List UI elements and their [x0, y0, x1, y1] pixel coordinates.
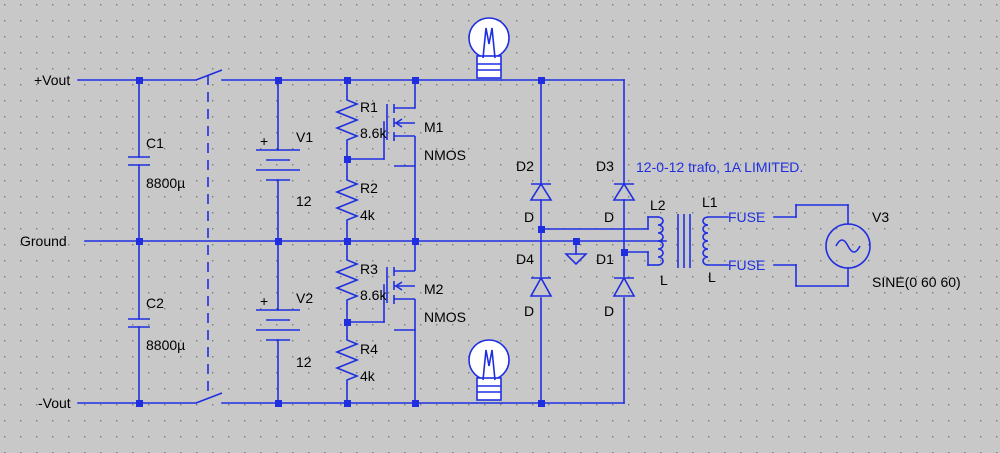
diode-d2: D2 D: [516, 158, 553, 225]
resistor-r1: R1 8.6k: [334, 96, 387, 144]
v3-value: SINE(0 60 60): [872, 274, 961, 290]
c2-value: 8800µ: [146, 337, 185, 353]
battery-v1: + V1 12: [256, 129, 313, 209]
wires: [77, 79, 849, 404]
v3-label: V3: [872, 209, 889, 225]
m2-label: M2: [424, 281, 444, 297]
d4-label: D4: [516, 251, 534, 267]
d3-label: D3: [596, 158, 614, 174]
diode-d3: D3 D: [596, 158, 636, 225]
r1-label: R1: [360, 99, 378, 115]
diode-d1: D1 D: [596, 251, 636, 319]
v2-plus: +: [260, 293, 268, 309]
r4-value: 4k: [360, 368, 376, 384]
d1-model: D: [604, 303, 614, 319]
d1-label: D1: [596, 251, 614, 267]
r3-label: R3: [360, 261, 378, 277]
r1-value: 8.6k: [360, 125, 387, 141]
resistor-r4: R4 4k: [334, 336, 378, 384]
v2-label: V2: [296, 290, 313, 306]
mosfet-m1: M1 NMOS: [386, 104, 466, 167]
resistor-r3: R3 8.6k: [334, 256, 387, 304]
c1-label: C1: [146, 135, 164, 151]
l2-model: L: [660, 272, 668, 288]
battery-v2: + V2 12: [256, 290, 313, 370]
sine-source-v3: V3 SINE(0 60 60): [825, 209, 961, 290]
r3-value: 8.6k: [360, 287, 387, 303]
d4-model: D: [524, 303, 534, 319]
l2-label: L2: [650, 197, 666, 213]
junction-nodes: [136, 77, 628, 407]
v2-value: 12: [296, 354, 312, 370]
transformer: L2 L1 L L: [650, 194, 718, 288]
net-label-vout-neg: -Vout: [38, 395, 71, 411]
dpdt-switch: [195, 69, 223, 404]
c2-label: C2: [146, 295, 164, 311]
m1-label: M1: [424, 119, 444, 135]
d3-model: D: [604, 209, 614, 225]
lamp-bottom-icon: [468, 339, 510, 404]
net-label-vout-pos: +Vout: [34, 72, 70, 88]
l1-model: L: [708, 269, 716, 285]
net-label-ground: Ground: [20, 233, 67, 249]
ground-icon: [564, 253, 588, 266]
v1-label: V1: [296, 129, 313, 145]
mosfet-m2: M2 NMOS: [386, 267, 466, 331]
l1-label: L1: [702, 194, 718, 210]
r4-label: R4: [360, 341, 378, 357]
fuse-top-label: FUSE: [728, 209, 765, 225]
capacitor-c2: C2 8800µ: [128, 295, 185, 353]
m2-type: NMOS: [424, 309, 466, 325]
fuse-bottom-label: FUSE: [728, 257, 765, 273]
r2-label: R2: [360, 180, 378, 196]
resistor-r2: R2 4k: [334, 176, 378, 224]
capacitor-c1: C1 8800µ: [128, 135, 185, 191]
comment-text: 12-0-12 trafo, 1A LIMITED.: [636, 159, 803, 175]
diode-d4: D4 D: [516, 251, 553, 319]
v1-plus: +: [260, 133, 268, 149]
m1-type: NMOS: [424, 147, 466, 163]
c1-value: 8800µ: [146, 175, 185, 191]
d2-label: D2: [516, 158, 534, 174]
lamp-top-icon: [468, 17, 510, 81]
v1-value: 12: [296, 193, 312, 209]
d2-model: D: [524, 209, 534, 225]
r2-value: 4k: [360, 207, 376, 223]
